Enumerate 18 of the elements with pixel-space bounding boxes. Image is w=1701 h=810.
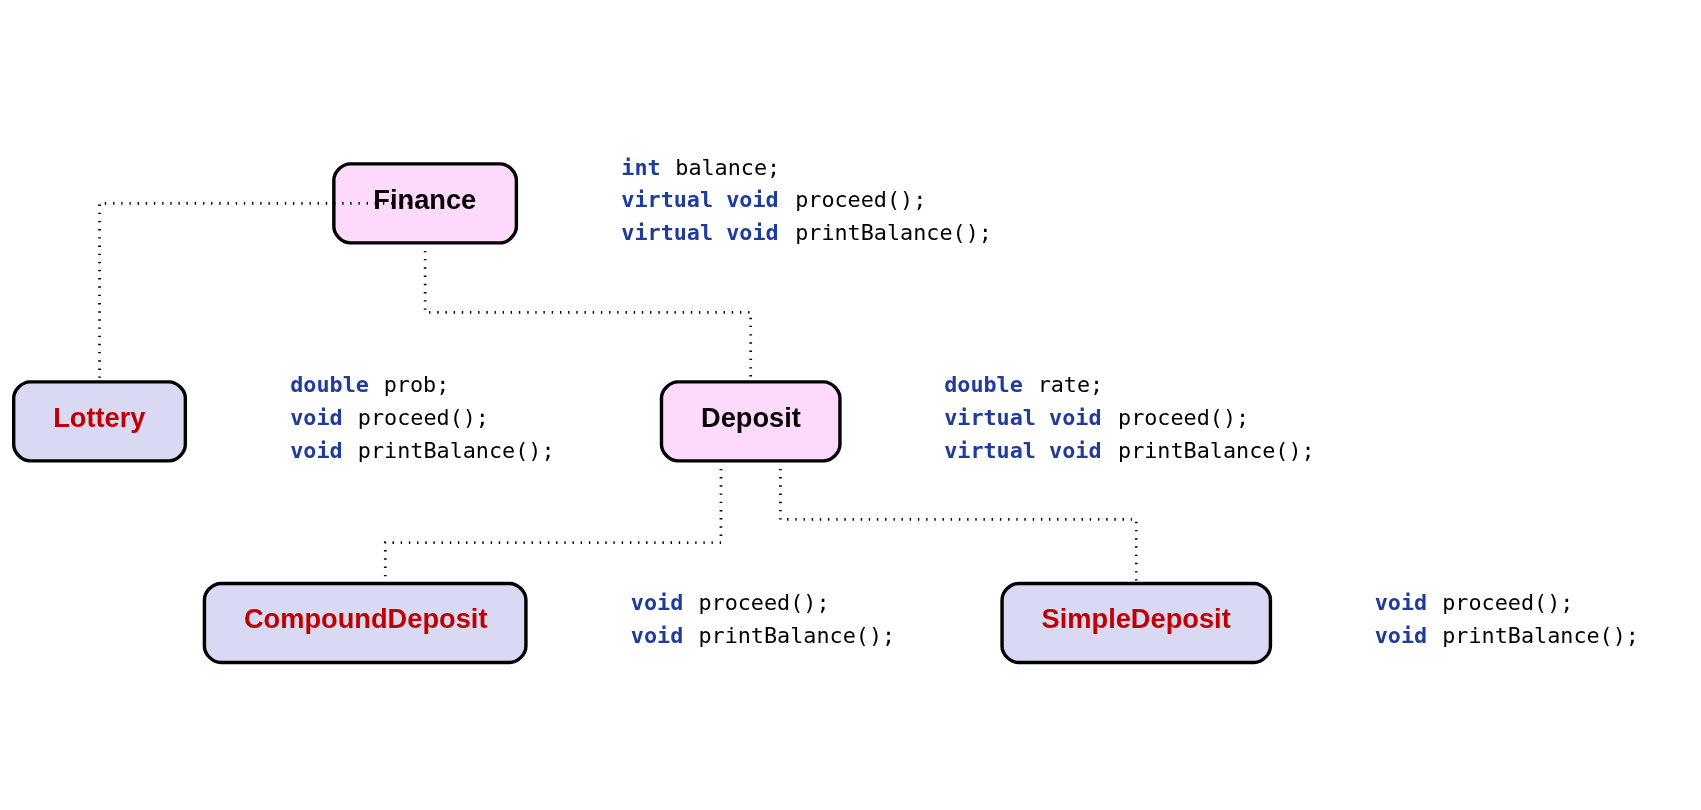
node-label: void proceed(); bbox=[1374, 590, 1574, 616]
node-box: Deposit bbox=[659, 380, 842, 463]
node-label: void printBalance(); bbox=[290, 437, 555, 463]
node-label: int balance; bbox=[621, 154, 781, 180]
node-label: double prob; bbox=[290, 372, 450, 398]
node-label: virtual void printBalance(); bbox=[944, 437, 1315, 463]
node-box: Lottery bbox=[12, 380, 188, 463]
node-box: SimpleDeposit bbox=[1000, 581, 1273, 665]
node-label: void printBalance(); bbox=[1374, 623, 1639, 649]
node-box: CompoundDeposit bbox=[202, 581, 528, 665]
node-label: void printBalance(); bbox=[630, 623, 896, 649]
node-label: void proceed(); bbox=[630, 590, 830, 616]
node-box: Finance bbox=[332, 162, 519, 245]
node-label: virtual void proceed(); bbox=[944, 405, 1250, 431]
node-label: void proceed(); bbox=[290, 405, 489, 431]
node-label: virtual void printBalance(); bbox=[621, 219, 992, 245]
node-label: double rate; bbox=[944, 372, 1104, 398]
node-label: virtual void proceed(); bbox=[621, 187, 927, 213]
